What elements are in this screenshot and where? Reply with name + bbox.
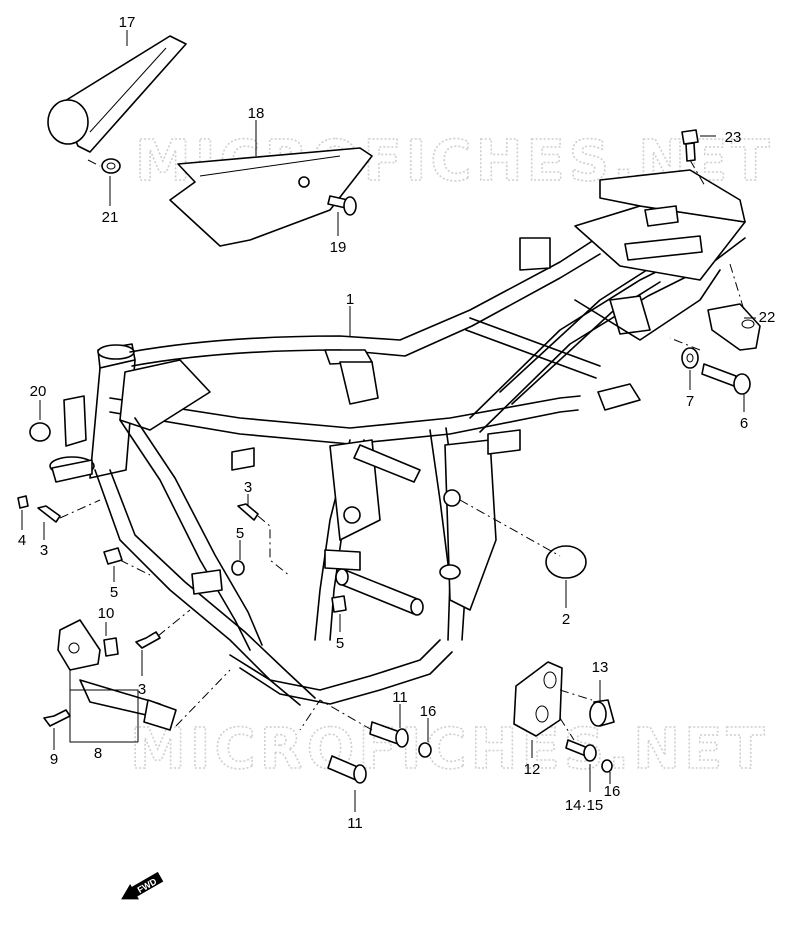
- callout-labels: 17 18 21 19 23 1 22 7 6 20 4 3 3 5 5 5 2…: [18, 14, 776, 832]
- callout-3-left: 3: [40, 542, 48, 559]
- forward-direction-badge: FWD: [121, 871, 164, 900]
- part-20-grommet: [101, 158, 121, 174]
- part-16-cap-left: [418, 742, 432, 758]
- callout-12: 12: [524, 761, 541, 778]
- part-6-bolt: [701, 363, 751, 395]
- callout-1: 1: [346, 291, 354, 308]
- callout-7: 7: [686, 393, 694, 410]
- part-5-nut-center: [231, 560, 245, 576]
- part-16-cap-right: [601, 759, 613, 773]
- callout-3-center: 3: [244, 479, 252, 496]
- callout-10: 10: [98, 605, 115, 622]
- part-9-bolt: [43, 709, 71, 727]
- callout-22: 22: [759, 309, 776, 326]
- callout-18: 18: [248, 105, 265, 122]
- part-11-bolt-lower: [327, 755, 367, 784]
- callout-5-lower: 5: [336, 635, 344, 652]
- part-14-15-bolt: [565, 739, 597, 762]
- part-18-frame-cover: [169, 147, 373, 247]
- callout-19: 19: [330, 239, 347, 256]
- part-21-grommet: [29, 422, 51, 442]
- callout-8: 8: [94, 745, 102, 762]
- part-12-engine-mount: [513, 661, 563, 737]
- part-7-washer: [681, 347, 699, 369]
- callout-23: 23: [725, 129, 742, 146]
- watermark-bottom: MICROFICHES.NET: [130, 717, 769, 782]
- callout-14-15: 14·15: [565, 797, 603, 814]
- part-2-cap: [545, 545, 587, 579]
- part-3-bolt-lower: [135, 631, 161, 649]
- forward-arrow-icon: [121, 871, 164, 900]
- part-13-bushing: [589, 699, 615, 727]
- leader-lines: [21, 30, 756, 812]
- part-4-nut: [17, 495, 29, 509]
- callout-16-right: 16: [604, 783, 621, 800]
- main-frame: [49, 169, 746, 706]
- part-17-side-cover: [47, 35, 187, 153]
- part-22-bracket: [707, 303, 761, 351]
- callout-4: 4: [18, 532, 26, 549]
- part-5-nut-left: [103, 547, 123, 565]
- callout-11-upper: 11: [392, 689, 408, 706]
- part-3-bolt-left: [37, 505, 61, 523]
- callout-21: 20: [30, 383, 47, 400]
- callout-11-lower: 11: [347, 815, 363, 832]
- callout-20: 21: [102, 209, 119, 226]
- dash-lines: [59, 159, 745, 741]
- callout-3-lower: 3: [138, 681, 146, 698]
- callout-5-left: 5: [110, 584, 118, 601]
- part-11-bolt-upper: [369, 721, 409, 748]
- callout-9: 9: [50, 751, 58, 768]
- callout-5-center: 5: [236, 525, 244, 542]
- callout-6: 6: [740, 415, 748, 432]
- part-10-nut: [103, 637, 119, 657]
- callout-17: 17: [119, 14, 136, 31]
- callout-13: 13: [592, 659, 609, 676]
- part-23-bolt: [681, 129, 699, 162]
- part-3-bolt-center: [237, 503, 259, 521]
- callout-2: 2: [562, 611, 570, 628]
- callout-16-left: 16: [420, 703, 437, 720]
- part-19-screw: [327, 195, 357, 216]
- part-5-nut-lower: [331, 595, 347, 613]
